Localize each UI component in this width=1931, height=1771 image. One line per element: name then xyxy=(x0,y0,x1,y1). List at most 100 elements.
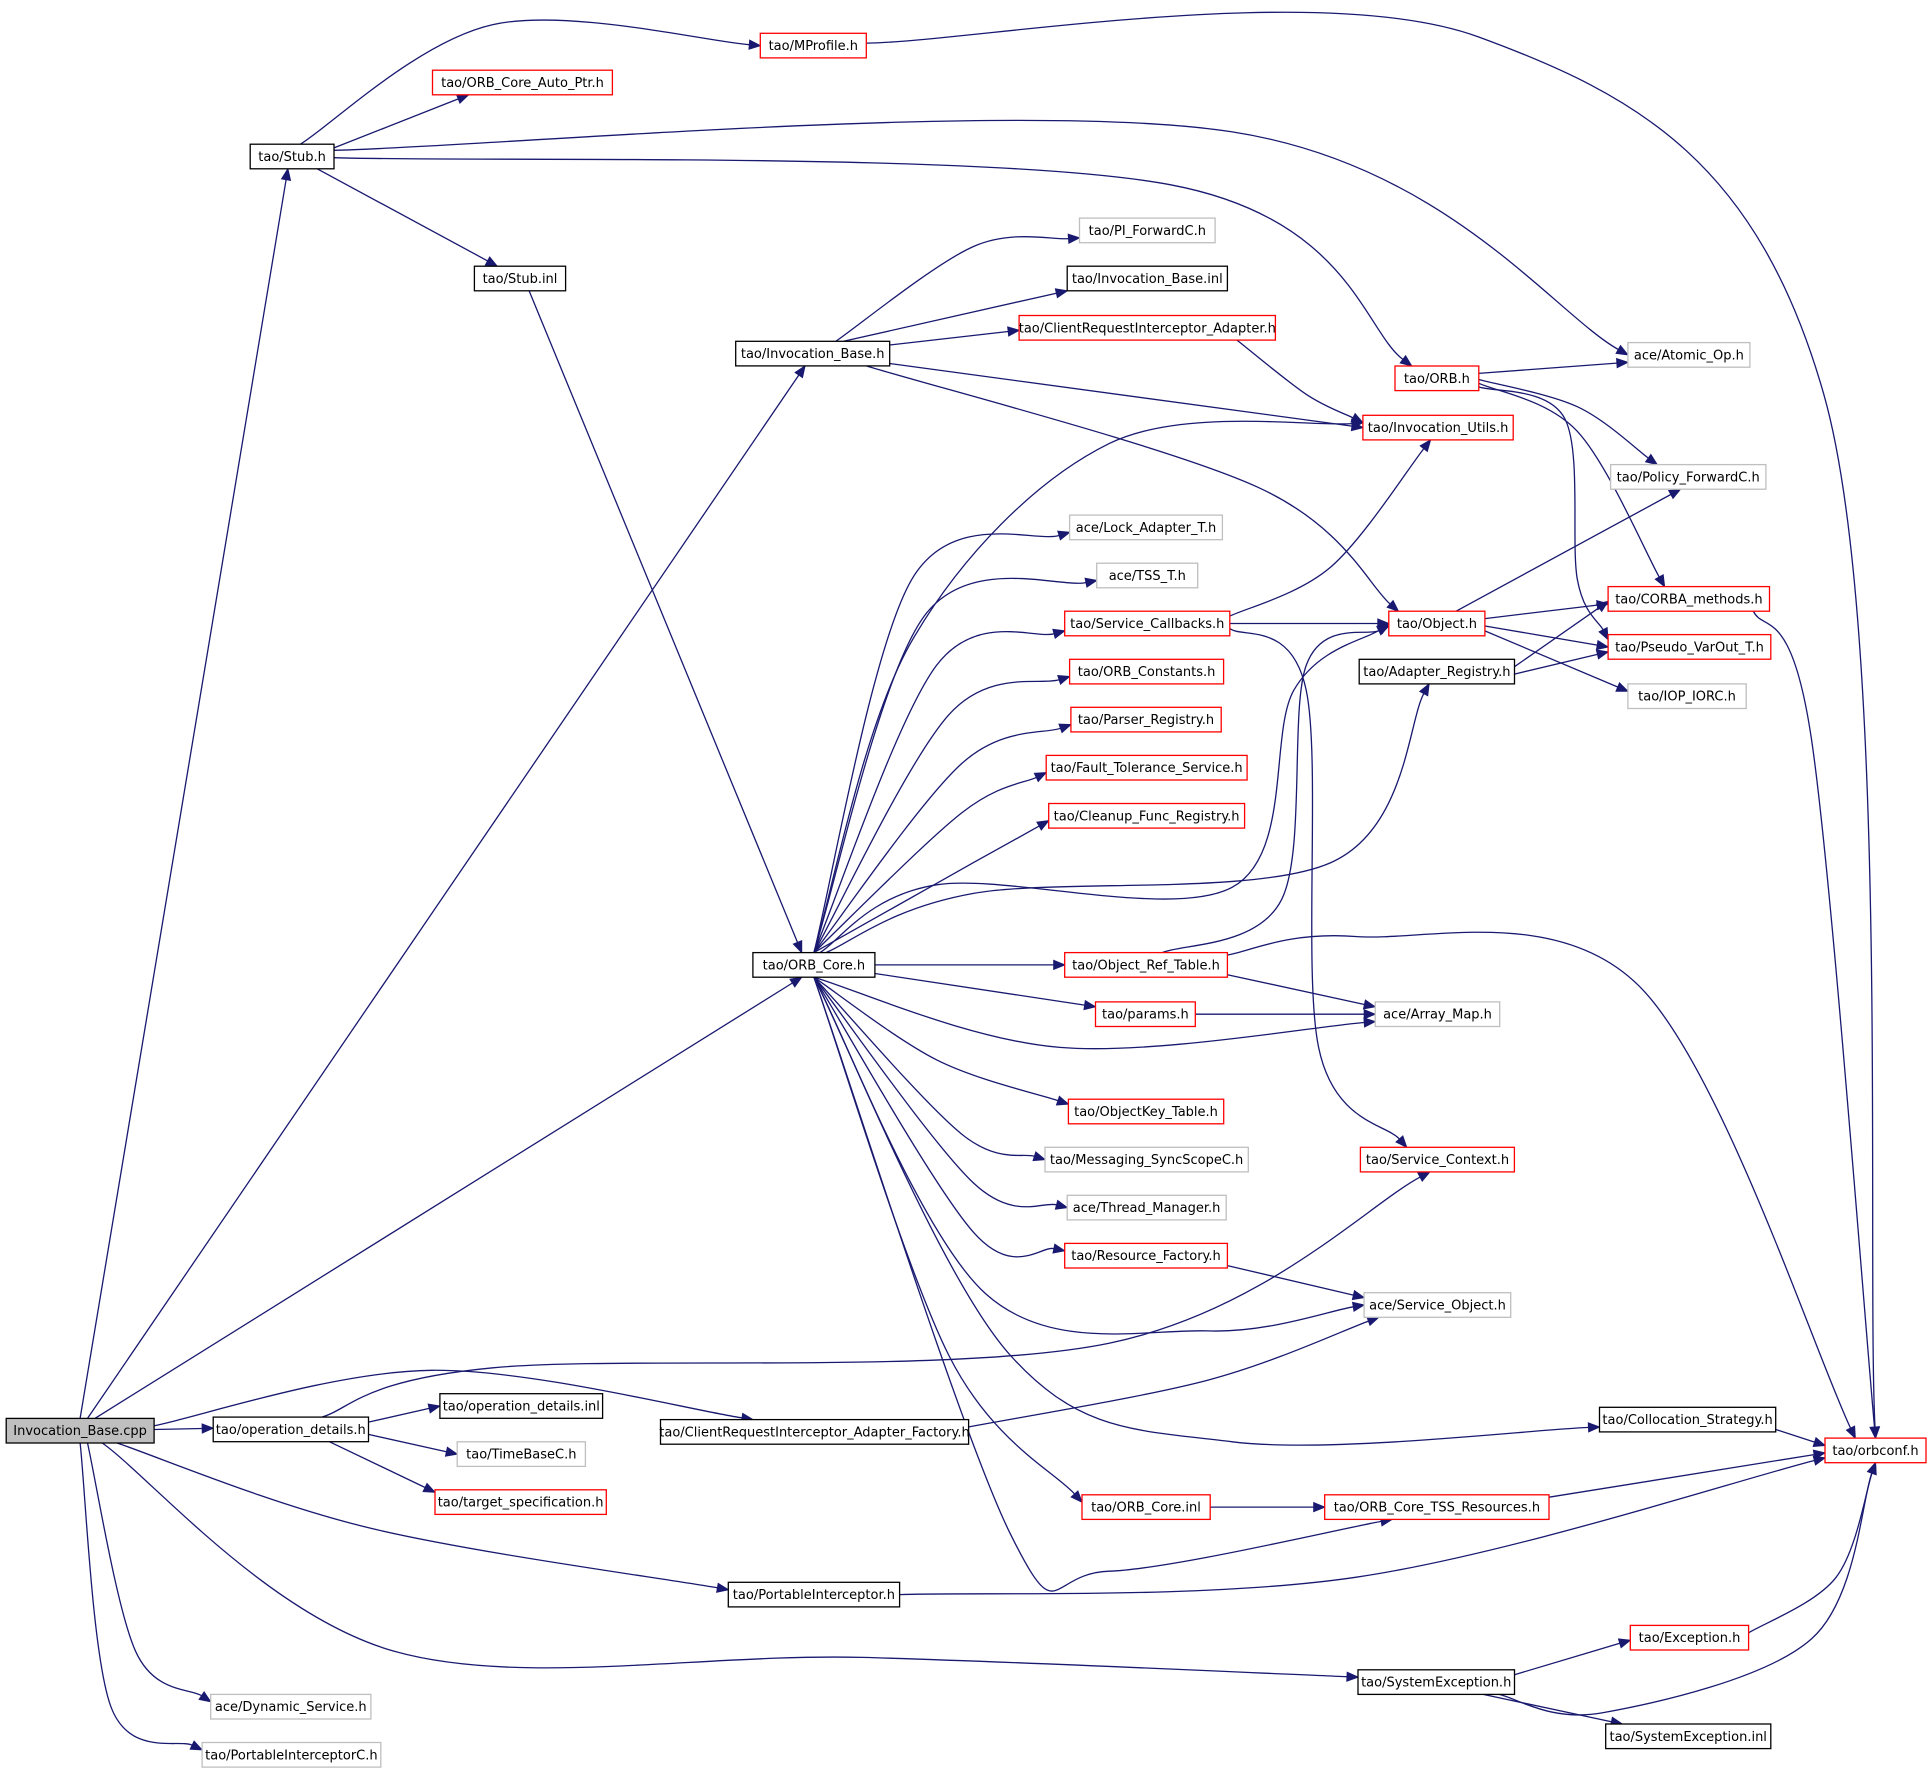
file-node-pi-forwardc[interactable]: tao/PI_ForwardC.h xyxy=(1078,217,1216,244)
file-node-orb-h[interactable]: tao/ORB.h xyxy=(1394,365,1480,392)
file-node-operation-details-h[interactable]: tao/operation_details.h xyxy=(212,1416,370,1443)
file-node-fault-tolerance[interactable]: tao/Fault_Tolerance_Service.h xyxy=(1045,754,1248,781)
edge-arrowhead xyxy=(455,94,470,104)
edge-line xyxy=(813,976,1365,1050)
file-node-cri-adapter-factory[interactable]: tao/ClientRequestInterceptor_Adapter_Fac… xyxy=(659,1418,970,1445)
edge-arrowhead xyxy=(1654,574,1666,588)
file-node-thread-manager[interactable]: ace/Thread_Manager.h xyxy=(1066,1194,1227,1221)
edge-system-exception-to-system-exception-inl xyxy=(1483,1693,1624,1727)
file-node-tss-t[interactable]: ace/TSS_T.h xyxy=(1096,562,1199,589)
file-node-cri-adapter[interactable]: tao/ClientRequestInterceptor_Adapter.h xyxy=(1018,314,1277,341)
file-node-policy-forwardc[interactable]: tao/Policy_ForwardC.h xyxy=(1609,463,1767,490)
file-node-invocation-base-h[interactable]: tao/Invocation_Base.h xyxy=(735,340,891,367)
file-node-parser-registry[interactable]: tao/Parser_Registry.h xyxy=(1070,706,1222,733)
edge-line xyxy=(813,976,1589,1446)
file-node-system-exception[interactable]: tao/SystemException.h xyxy=(1357,1669,1516,1696)
file-node-corba-methods[interactable]: tao/CORBA_methods.h xyxy=(1607,585,1771,612)
file-node-adapter-registry[interactable]: tao/Adapter_Registry.h xyxy=(1358,658,1516,685)
file-node-invocation-base-inl[interactable]: tao/Invocation_Base.inl xyxy=(1066,265,1229,292)
node-box xyxy=(201,1741,382,1768)
file-node-objectkey-table[interactable]: tao/ObjectKey_Table.h xyxy=(1067,1098,1225,1125)
node-label: tao/params.h xyxy=(1102,1008,1189,1023)
edge-line xyxy=(1514,653,1598,675)
edge-arrowhead xyxy=(201,1423,215,1434)
node-box xyxy=(1394,365,1480,392)
edge-line xyxy=(368,1407,430,1423)
file-node-mprofile[interactable]: tao/MProfile.h xyxy=(759,32,867,59)
edge-arrowhead xyxy=(1418,682,1430,697)
edge-resource-factory-to-service-object xyxy=(1227,1264,1366,1301)
node-label: tao/Stub.inl xyxy=(483,272,558,287)
node-label: tao/SystemException.inl xyxy=(1609,1730,1766,1745)
edge-line xyxy=(368,1433,447,1453)
node-box xyxy=(1598,1406,1777,1433)
edge-line xyxy=(86,1442,202,1697)
file-node-object-h[interactable]: tao/Object.h xyxy=(1388,610,1486,637)
file-node-array-map[interactable]: ace/Array_Map.h xyxy=(1374,1001,1501,1028)
edge-arrowhead xyxy=(1351,1289,1366,1301)
edge-operation-details-h-to-operation-details-inl xyxy=(368,1403,442,1423)
file-node-service-callbacks[interactable]: tao/Service_Callbacks.h xyxy=(1064,610,1231,637)
edge-orb-core-h-to-array-map xyxy=(813,976,1377,1050)
file-node-cleanup-func[interactable]: tao/Cleanup_Func_Registry.h xyxy=(1048,802,1246,829)
file-node-portable-interceptor[interactable]: tao/PortableInterceptor.h xyxy=(727,1581,901,1608)
file-node-messaging-sync[interactable]: tao/Messaging_SyncScopeC.h xyxy=(1044,1146,1249,1173)
node-box xyxy=(210,1693,372,1720)
node-label: tao/ORB_Core.inl xyxy=(1091,1501,1201,1516)
edge-operation-details-h-to-target-spec xyxy=(329,1441,437,1493)
node-box xyxy=(1629,1624,1750,1651)
file-node-iop-iorc[interactable]: tao/IOP_IORC.h xyxy=(1627,683,1747,710)
node-label: ace/Lock_Adapter_T.h xyxy=(1076,521,1216,536)
node-box xyxy=(249,143,335,170)
edge-invocation-cpp-to-stub-h xyxy=(79,167,292,1419)
file-node-stub-h[interactable]: tao/Stub.h xyxy=(249,143,335,170)
edge-line xyxy=(813,976,1059,1102)
file-node-orb-constants[interactable]: tao/ORB_Constants.h xyxy=(1068,658,1225,685)
file-node-orb-core-tss[interactable]: tao/ORB_Core_TSS_Resources.h xyxy=(1324,1494,1550,1521)
file-node-portable-interceptorc[interactable]: tao/PortableInterceptorC.h xyxy=(201,1741,382,1768)
file-node-target-spec[interactable]: tao/target_specification.h xyxy=(434,1489,607,1516)
edge-system-exception-to-exception xyxy=(1514,1638,1632,1676)
edge-exception-to-orbconf xyxy=(1748,1461,1877,1634)
file-node-orb-core-inl[interactable]: tao/ORB_Core.inl xyxy=(1081,1494,1211,1521)
file-node-service-context[interactable]: tao/Service_Context.h xyxy=(1359,1146,1516,1173)
edge-line xyxy=(813,976,1055,1258)
node-label: tao/target_specification.h xyxy=(438,1496,604,1511)
node-box xyxy=(1627,683,1747,710)
edge-line xyxy=(1484,604,1598,620)
file-node-dynamic-service[interactable]: ace/Dynamic_Service.h xyxy=(210,1693,372,1720)
file-node-object-ref-table[interactable]: tao/Object_Ref_Table.h xyxy=(1064,951,1229,978)
edge-arrowhead xyxy=(1346,1671,1360,1682)
file-node-invocation-utils[interactable]: tao/Invocation_Utils.h xyxy=(1362,414,1514,441)
file-node-stub-inl[interactable]: tao/Stub.inl xyxy=(473,265,567,292)
file-node-operation-details-inl[interactable]: tao/operation_details.inl xyxy=(439,1393,604,1419)
file-node-atomic-op[interactable]: ace/Atomic_Op.h xyxy=(1627,341,1751,368)
edge-orb-core-h-to-orb-constants xyxy=(813,675,1071,953)
edge-line xyxy=(1227,931,1852,1429)
file-node-system-exception-inl[interactable]: tao/SystemException.inl xyxy=(1605,1723,1772,1750)
edge-line xyxy=(1162,630,1380,954)
file-node-orb-core-h[interactable]: tao/ORB_Core.h xyxy=(752,951,876,978)
file-node-orbcore-autoptr[interactable]: tao/ORB_Core_Auto_Ptr.h xyxy=(431,69,614,96)
edge-line xyxy=(813,976,1057,1208)
edge-operation-details-h-to-timebasec xyxy=(368,1433,459,1457)
node-label: tao/Invocation_Utils.h xyxy=(1368,421,1509,436)
edge-line xyxy=(1514,607,1600,668)
file-node-invocation-cpp[interactable]: Invocation_Base.cpp xyxy=(5,1417,155,1444)
file-node-pseudo-varout[interactable]: tao/Pseudo_VarOut_T.h xyxy=(1607,633,1772,660)
node-box xyxy=(659,1418,970,1445)
file-node-params[interactable]: tao/params.h xyxy=(1094,1001,1196,1028)
file-node-timebasec[interactable]: tao/TimeBaseC.h xyxy=(456,1441,587,1468)
edge-collocation-strategy-to-orbconf xyxy=(1775,1428,1827,1447)
edge-service-callbacks-to-invocation-utils xyxy=(1229,438,1432,617)
node-box xyxy=(1048,802,1246,829)
file-node-exception[interactable]: tao/Exception.h xyxy=(1629,1624,1750,1651)
edge-arrowhead xyxy=(1052,628,1066,639)
file-node-orbconf[interactable]: tao/orbconf.h xyxy=(1824,1437,1927,1464)
edge-params-to-array-map xyxy=(1195,1008,1377,1020)
file-node-service-object[interactable]: ace/Service_Object.h xyxy=(1363,1292,1512,1318)
file-node-collocation-strategy[interactable]: tao/Collocation_Strategy.h xyxy=(1598,1406,1777,1433)
edge-arrowhead xyxy=(1084,577,1098,588)
file-node-resource-factory[interactable]: tao/Resource_Factory.h xyxy=(1064,1242,1229,1269)
file-node-lock-adapter[interactable]: ace/Lock_Adapter_T.h xyxy=(1068,514,1224,541)
